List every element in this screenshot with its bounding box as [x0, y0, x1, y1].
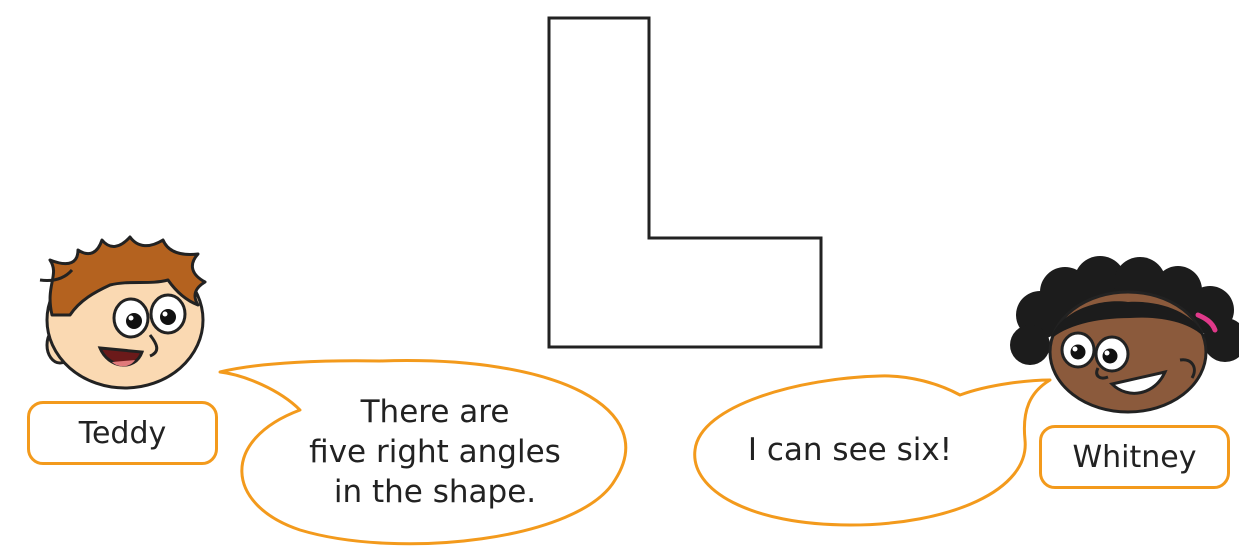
- teddy-name-label: Teddy: [27, 401, 218, 465]
- whitney-speech-text: I can see six!: [747, 432, 953, 468]
- teddy-speech-text: There are five right angles in the shape…: [250, 392, 620, 512]
- whitney-name-label: Whitney: [1039, 425, 1230, 489]
- teddy-speech-bubble: [218, 359, 628, 546]
- teddy-speech-line: in the shape.: [333, 474, 537, 510]
- teddy-face-icon: [39, 235, 207, 390]
- l-shape: [547, 16, 823, 349]
- teddy-speech-line: There are: [360, 394, 510, 430]
- teddy-speech-line: five right angles: [309, 434, 561, 470]
- whitney-speech-bubble: [693, 374, 1052, 527]
- whitney-face-icon: [1010, 256, 1239, 414]
